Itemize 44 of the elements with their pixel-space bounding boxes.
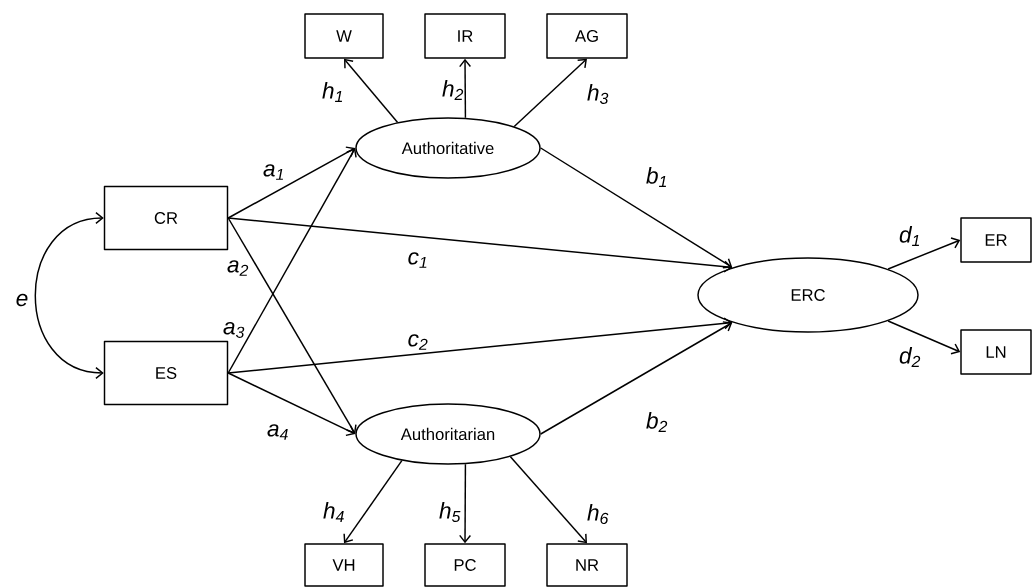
variable-box: CR — [103, 185, 229, 251]
arrow — [227, 217, 357, 434]
arrow — [227, 148, 357, 374]
variable-box: ER — [960, 217, 1032, 263]
arrow — [513, 58, 587, 128]
edge-label: e — [16, 293, 28, 307]
edge-label: h$_{3}$ — [587, 84, 609, 104]
edge-label: c$_{1}$ — [408, 252, 427, 268]
variable-box: VH — [304, 543, 384, 587]
arrow — [540, 147, 733, 269]
edge-label: a$_{2}$ — [227, 260, 249, 276]
arrow — [227, 372, 356, 437]
edge-label: h$_{5}$ — [439, 502, 461, 522]
arrow — [887, 237, 961, 270]
edge-label: h$_{1}$ — [322, 82, 343, 102]
arrow — [887, 320, 961, 355]
variable-box: LN — [960, 329, 1032, 375]
variable-box: AG — [546, 13, 628, 59]
edge-label: h$_{6}$ — [587, 504, 609, 524]
variable-box: NR — [546, 543, 628, 587]
arrow — [343, 459, 403, 544]
arrow — [227, 146, 356, 219]
arrow — [459, 58, 472, 119]
edge-label: a$_{3}$ — [223, 322, 245, 338]
arrow — [344, 58, 399, 123]
arrow — [458, 463, 472, 544]
edge-label: d$_{1}$ — [899, 226, 920, 246]
variable-box: PC — [424, 543, 506, 587]
edge-label: h$_{2}$ — [442, 80, 464, 100]
edge-label: b$_{2}$ — [646, 412, 668, 432]
edge-label: h$_{4}$ — [323, 502, 344, 522]
arrow — [540, 321, 733, 435]
edge-label: c$_{2}$ — [408, 334, 428, 350]
variable-box: IR — [424, 13, 506, 59]
arrow — [227, 317, 733, 374]
edge-label: a$_{4}$ — [267, 424, 288, 440]
arrow — [509, 456, 587, 544]
edge-label: b$_{1}$ — [646, 167, 667, 187]
arrow — [227, 217, 733, 273]
arrow — [34, 211, 104, 380]
edge-label: a$_{1}$ — [263, 164, 284, 180]
variable-box: ES — [103, 340, 229, 406]
variable-box: W — [304, 13, 384, 59]
edge-label: d$_{2}$ — [899, 347, 921, 367]
